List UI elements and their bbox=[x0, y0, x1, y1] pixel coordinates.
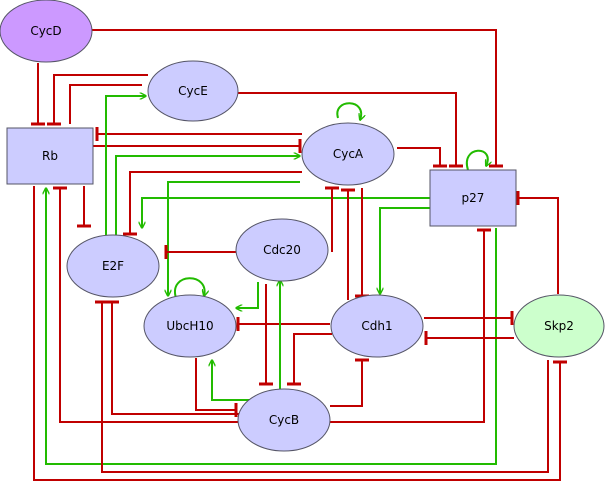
node-e2f-label: E2F bbox=[102, 259, 124, 273]
edge-cycb-p27 bbox=[330, 230, 485, 423]
edge-cyce-rb-a bbox=[53, 74, 148, 124]
node-e2f: E2F bbox=[66, 234, 160, 298]
edge-p27-e2f bbox=[142, 197, 430, 228]
edge-cycb-rb bbox=[59, 188, 238, 423]
edge-cyca-self bbox=[336, 102, 361, 120]
node-p27: p27 bbox=[429, 169, 517, 227]
edge-cyce-p27 bbox=[238, 92, 457, 166]
node-cycb-label: CycB bbox=[269, 413, 299, 427]
edge-cdh1-cycb bbox=[293, 333, 332, 384]
edge-p27-cdh1 bbox=[380, 207, 430, 294]
node-cdc20: Cdc20 bbox=[235, 218, 329, 282]
node-rb: Rb bbox=[6, 127, 94, 185]
edge-ubch10-self bbox=[174, 277, 205, 299]
node-cycd-label: CycD bbox=[30, 24, 61, 38]
node-cdc20-label: Cdc20 bbox=[263, 243, 301, 257]
edge-p27-rb bbox=[46, 188, 497, 465]
edge-cyca-e2f bbox=[129, 171, 302, 234]
node-cyce: CycE bbox=[147, 60, 239, 122]
node-rb-label: Rb bbox=[42, 149, 58, 163]
edge-skp2-e2f bbox=[33, 186, 561, 481]
edge-cyca-p27 bbox=[397, 147, 441, 166]
node-skp2-label: Skp2 bbox=[544, 319, 574, 333]
node-cycb: CycB bbox=[237, 388, 331, 452]
edge-p27-self bbox=[465, 149, 488, 171]
node-skp2: Skp2 bbox=[513, 294, 605, 358]
edge-e2f-cyca bbox=[115, 156, 300, 238]
edge-cdc20-ubch10 bbox=[236, 282, 259, 308]
edge-cycb-ubch10 bbox=[212, 360, 250, 401]
edge-skp2-rb bbox=[101, 302, 549, 473]
node-cdh1-label: Cdh1 bbox=[361, 319, 392, 333]
node-cyca-label: CycA bbox=[333, 147, 364, 161]
edge-skp2-p27 bbox=[518, 197, 559, 294]
node-ubch10: UbcH10 bbox=[143, 294, 237, 358]
edge-cyce-rb-b bbox=[69, 84, 142, 124]
edge-cycb-e2f bbox=[111, 302, 240, 415]
node-cycd: CycD bbox=[0, 0, 93, 63]
edge-cycd-p27 bbox=[92, 29, 497, 166]
edge-ubch10-cycb bbox=[195, 358, 236, 411]
node-cyce-label: CycE bbox=[178, 84, 208, 98]
node-ubch10-label: UbcH10 bbox=[166, 319, 213, 333]
node-cdh1: Cdh1 bbox=[330, 294, 424, 358]
node-p27-label: p27 bbox=[462, 191, 485, 205]
edge-cyca-ubch10 bbox=[168, 181, 300, 296]
edge-cycb-cdh1 bbox=[330, 360, 363, 407]
node-cyca: CycA bbox=[301, 122, 395, 186]
edge-e2f-cyce bbox=[105, 96, 146, 238]
